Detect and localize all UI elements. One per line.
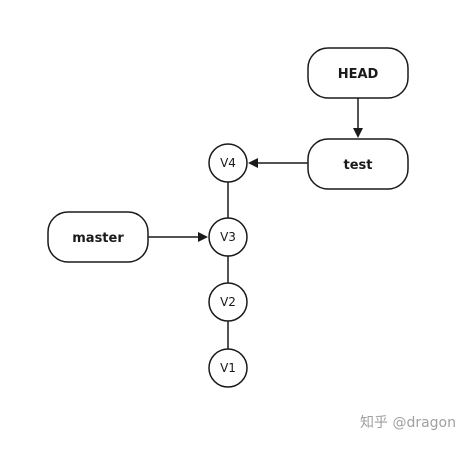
commit-v3-label: V3 [220,230,236,244]
ref-head-box [307,47,409,99]
ref-head: HEAD [307,47,409,99]
ref-test-label: test [344,158,373,173]
commit-v2: V2 [208,282,248,322]
commit-v4-node [208,143,248,183]
ref-master: master [47,211,149,263]
ref-test: test [307,138,409,190]
commit-v1-label: V1 [220,361,236,375]
commit-v3-node [208,217,248,257]
watermark: 知乎 @dragon [360,415,456,431]
commit-v4-label: V4 [220,156,236,170]
ref-master-box [47,211,149,263]
commit-v1-node [208,348,248,388]
commit-v2-node [208,282,248,322]
commit-v4: V4 [208,143,248,183]
ref-master-label: master [72,231,124,246]
ref-head-label: HEAD [338,67,379,82]
commit-v2-label: V2 [220,295,236,309]
ref-test-box [307,138,409,190]
commit-v3: V3 [208,217,248,257]
commit-v1: V1 [208,348,248,388]
